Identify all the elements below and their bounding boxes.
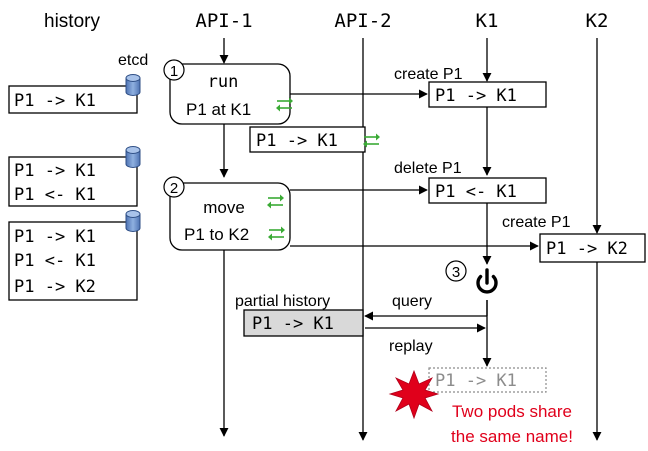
- power-icon: [476, 268, 498, 294]
- step2-box: [169, 182, 291, 251]
- header-k1: K1: [476, 10, 499, 32]
- database-cylinder-icon: [125, 74, 141, 96]
- create-label-k2: create P1: [502, 214, 571, 231]
- explosion-icon: [388, 369, 440, 420]
- replay-label: replay: [389, 338, 433, 355]
- history-3-line-1: P1 -> K1: [14, 227, 96, 247]
- k2-state-created-text: P1 -> K2: [546, 239, 628, 259]
- step1-action: run: [208, 72, 239, 92]
- etcd-label: etcd: [118, 52, 148, 69]
- k2-state-created: [539, 233, 646, 263]
- k1-state-deleted-text: P1 <- K1: [435, 182, 517, 202]
- database-cylinder-icon: [125, 210, 141, 232]
- history-2-line-2: P1 <- K1: [14, 185, 96, 205]
- step3-badge: [445, 260, 467, 282]
- warning-line-2: the same name!: [451, 427, 573, 446]
- history-3-line-3: P1 -> K2: [14, 277, 96, 297]
- header-api1: API-1: [195, 10, 252, 32]
- delete-label-k1: delete P1: [394, 160, 462, 177]
- header-api2: API-2: [334, 10, 391, 32]
- create-label-k1: create P1: [394, 66, 463, 83]
- step1-detail: P1 at K1: [186, 100, 251, 119]
- api2-state-box: [249, 126, 366, 153]
- k1-state-created: [428, 81, 547, 108]
- database-cylinder-icon: [125, 146, 141, 168]
- history-box-1: [8, 85, 138, 114]
- partial-history-box: [243, 309, 364, 337]
- replayed-state-text: P1 -> K1: [435, 371, 517, 391]
- step1-badge: [163, 59, 185, 81]
- partial-history-text: P1 -> K1: [252, 314, 334, 334]
- step2-action: move: [203, 198, 245, 217]
- replayed-state-box: [428, 367, 547, 393]
- step2-badge: [163, 176, 185, 198]
- history-1-line-1: P1 -> K1: [14, 91, 96, 111]
- partial-history-label: partial history: [235, 293, 330, 310]
- step2-detail: P1 to K2: [184, 225, 249, 244]
- warning-line-1: Two pods share: [452, 402, 572, 421]
- k1-state-deleted: [428, 177, 547, 204]
- history-box-2: [8, 156, 138, 207]
- step2-number: 2: [170, 180, 178, 197]
- header-history: history: [44, 11, 100, 32]
- history-box-3: [8, 221, 138, 301]
- history-3-line-2: P1 <- K1: [14, 251, 96, 271]
- query-label: query: [392, 293, 432, 310]
- k1-state-created-text: P1 -> K1: [435, 86, 517, 106]
- header-k2: K2: [586, 10, 609, 32]
- history-2-line-1: P1 -> K1: [14, 161, 96, 181]
- step3-number: 3: [452, 264, 460, 281]
- step1-number: 1: [170, 63, 178, 80]
- api2-state-text: P1 -> K1: [256, 131, 338, 151]
